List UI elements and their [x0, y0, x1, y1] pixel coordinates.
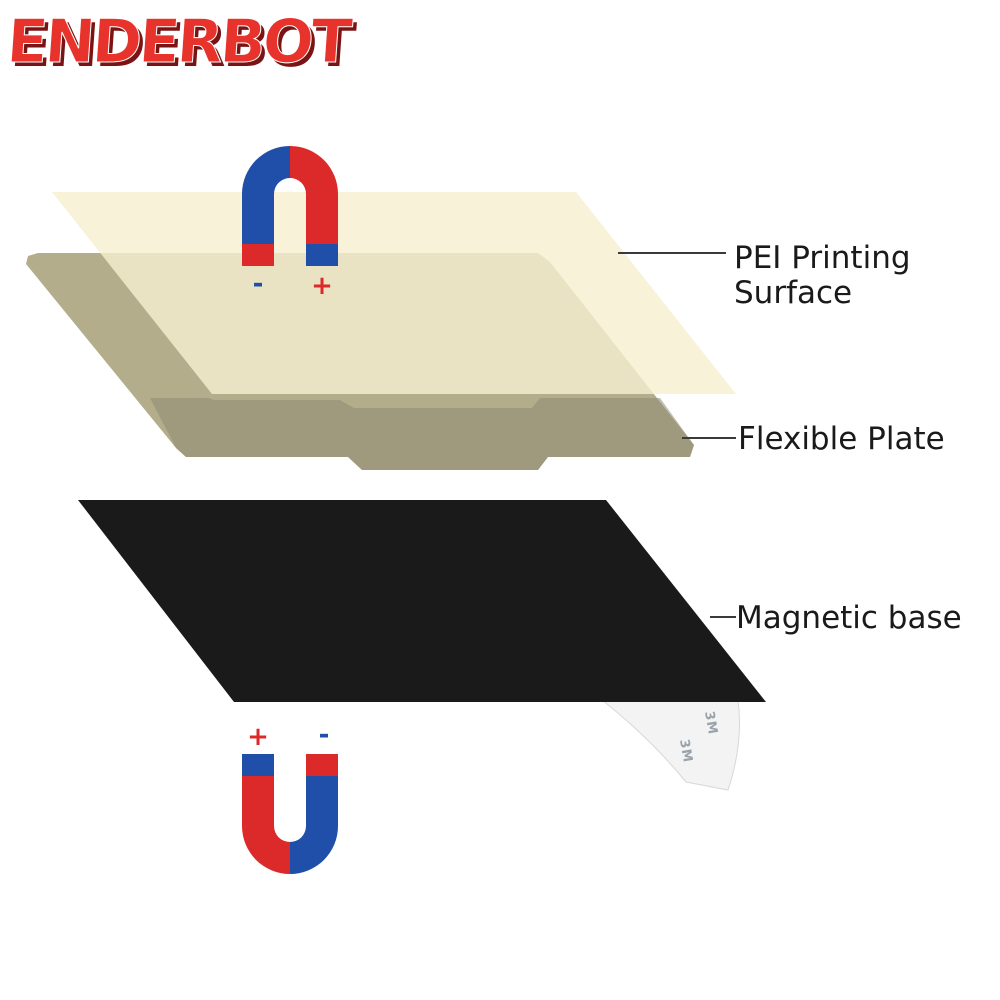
- bottom-magnet: + -: [242, 720, 338, 874]
- top-magnet-left-tip: [242, 244, 274, 266]
- brand-logo-shadow: ENDERBOT: [8, 11, 358, 81]
- tape-brand-text-2: 3M: [701, 710, 720, 736]
- flexible-plate-lower-tone: [150, 398, 694, 470]
- magnetic-base: [78, 500, 766, 702]
- bottom-magnet-left-tip: [242, 754, 274, 776]
- pei-label-line-1: PEI Printing: [734, 240, 911, 276]
- top-magnet-right-sign: +: [311, 271, 333, 301]
- tape-sheet: [600, 699, 740, 791]
- magnetic-base-label: Magnetic base: [736, 600, 962, 636]
- pei-label: PEI Printing Surface: [734, 240, 920, 311]
- adhesive-backing-tape: 3M 3M: [600, 699, 740, 791]
- pei-printing-surface: [52, 192, 736, 394]
- top-magnet-right-tip: [306, 244, 338, 266]
- bottom-magnet-left-sign: +: [247, 722, 269, 752]
- pei-label-line-2: Surface: [734, 275, 852, 311]
- brand-logo: ENDERBOT ENDERBOT: [4, 7, 358, 81]
- bottom-magnet-right-sign: -: [319, 720, 330, 750]
- brand-logo-text: ENDERBOT: [5, 7, 355, 77]
- tape-brand-text: 3M: [676, 738, 695, 764]
- top-magnet-blue-half: [242, 146, 290, 266]
- top-magnet-left-sign: -: [253, 269, 264, 299]
- bottom-magnet-red-half: [242, 754, 290, 874]
- top-magnet: - +: [242, 146, 338, 301]
- top-magnet-red-half: [290, 146, 338, 266]
- flexible-plate-label: Flexible Plate: [738, 421, 945, 457]
- bottom-magnet-blue-half: [290, 754, 338, 874]
- bottom-magnet-right-tip: [306, 754, 338, 776]
